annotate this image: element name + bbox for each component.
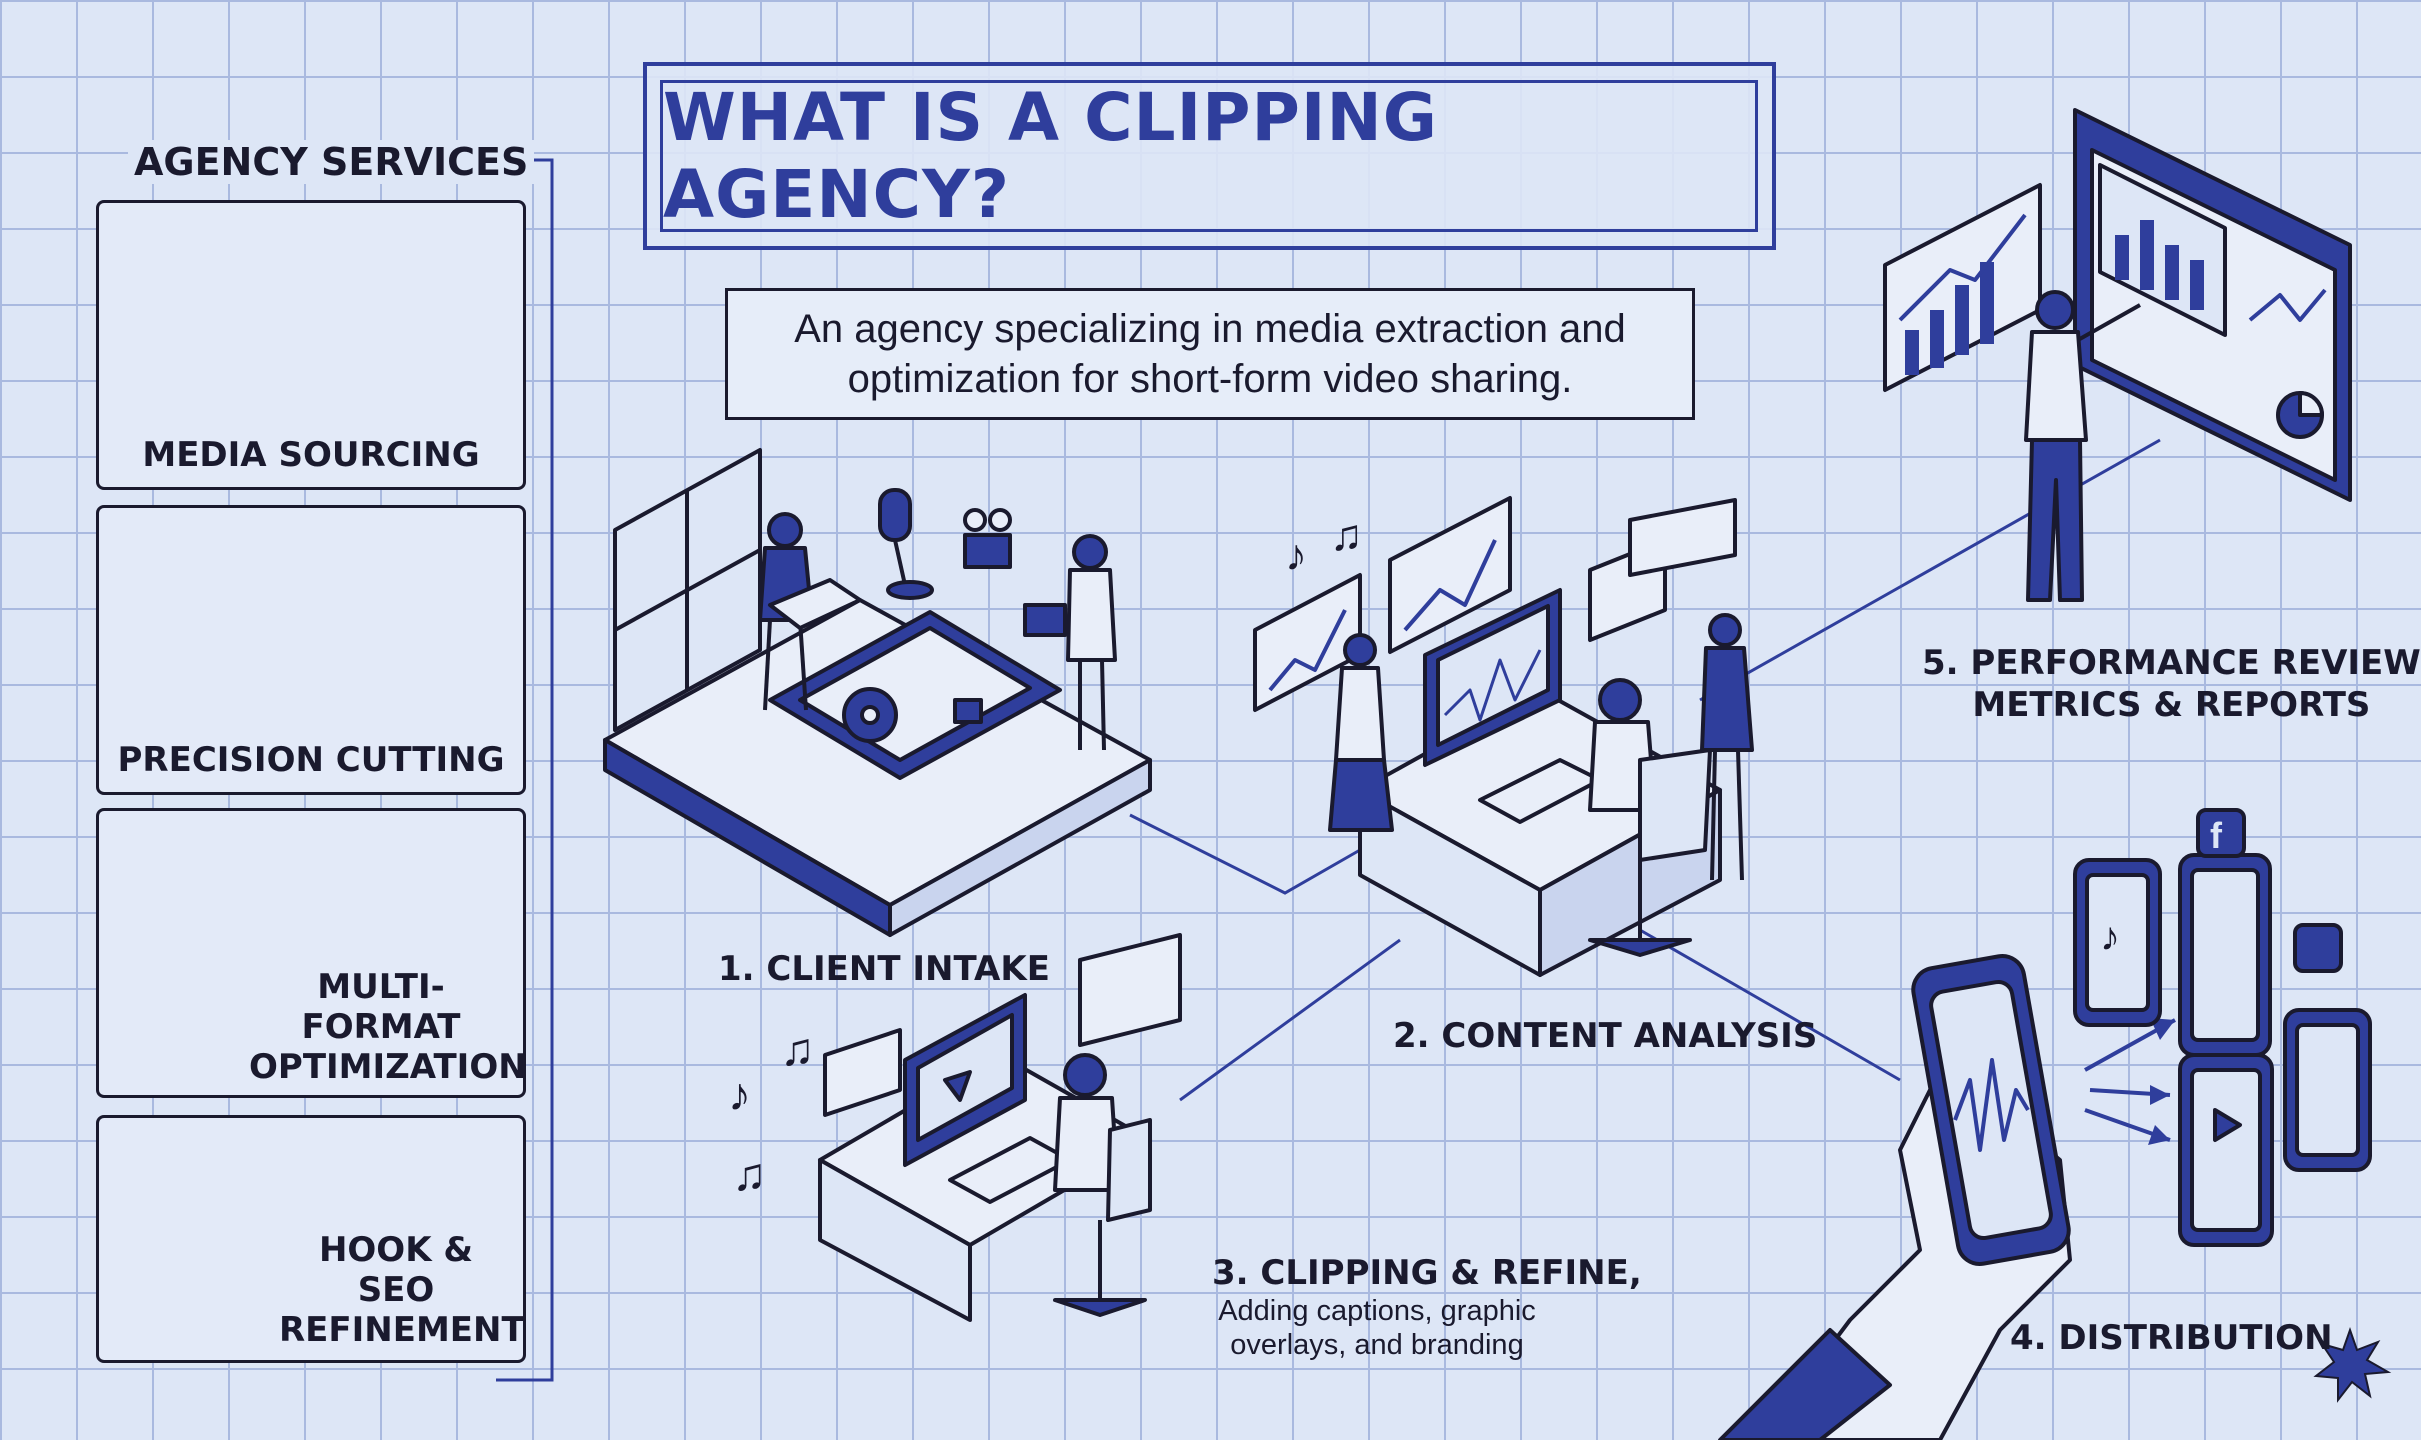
- person-with-record: [758, 512, 862, 711]
- title-frame-inner: WHAT IS A CLIPPING AGENCY?: [660, 79, 1758, 233]
- step-3-desc-line1: Adding captions, graphic: [1218, 1295, 1536, 1327]
- music-note-icon: ♫: [732, 1148, 767, 1200]
- service-label: PRECISION CUTTING: [117, 740, 505, 780]
- sparkle-star-icon: [2313, 1326, 2392, 1403]
- step-2-label: 2. CONTENT ANALYSIS: [1393, 1016, 1818, 1056]
- floating-waveform: [1628, 498, 1737, 577]
- reels-icon: [2293, 923, 2343, 973]
- connector-analysis-distribution: [1639, 928, 1901, 1082]
- analyst-standing-right: [1700, 613, 1754, 881]
- step-3-desc-line2: overlays, and branding: [1230, 1329, 1524, 1361]
- presenter-person: [2024, 290, 2141, 602]
- service-label: MULTI-FORMAT OPTIMIZATION: [249, 967, 527, 1087]
- music-note-icon: ♫: [780, 1023, 815, 1075]
- step-5-line2: METRICS & REPORTS: [1972, 685, 2371, 725]
- service-card-precision-cutting: PRECISION CUTTING: [96, 505, 526, 795]
- svg-text:f: f: [2210, 815, 2223, 856]
- music-note-icon: ♪: [728, 1068, 751, 1120]
- step-4-label: 4. DISTRIBUTION: [2010, 1318, 2333, 1358]
- seated-editor: [1053, 1053, 1152, 1317]
- subtitle-text: An agency specializing in media extracti…: [794, 307, 1626, 401]
- step-5-line1: 5. PERFORMANCE REVIEW: [1922, 643, 2421, 683]
- music-note-icon: ♪: [1285, 531, 1307, 580]
- svg-text:♪: ♪: [2100, 915, 2120, 959]
- client-intake-illustration: [603, 448, 1152, 937]
- service-card-hook-seo: HOOK & SEO REFINEMENT: [96, 1115, 526, 1363]
- analyst-standing-left: [1328, 633, 1394, 832]
- service-card-media-sourcing: MEDIA SOURCING: [96, 200, 526, 490]
- music-note-icon: ♫: [1330, 511, 1363, 560]
- person-with-camera: [1023, 534, 1117, 751]
- title-frame-outer: [643, 62, 1776, 250]
- connector-intake-analysis: [1129, 813, 1361, 895]
- distribution-illustration: ♪ f: [1718, 808, 2372, 1440]
- step-5-block: 5. PERFORMANCE REVIEW METRICS & REPORTS: [1922, 642, 2421, 726]
- connector-analysis-review: [1699, 438, 2161, 702]
- facebook-icon: [2196, 808, 2246, 858]
- step-1-label: 1. CLIENT INTAKE: [718, 949, 1050, 989]
- service-card-multi-format: MULTI-FORMAT OPTIMIZATION: [96, 808, 527, 1098]
- step-3-label: 3. CLIPPING & REFINE,: [1212, 1253, 1642, 1293]
- subtitle-box: An agency specializing in media extracti…: [725, 288, 1695, 420]
- connector-refine-analysis: [1179, 938, 1401, 1102]
- performance-review-illustration: [1883, 108, 2352, 602]
- service-label: HOOK & SEO REFINEMENT: [279, 1230, 525, 1350]
- speech-bubble-waveform: [823, 1028, 902, 1117]
- page-title: WHAT IS A CLIPPING AGENCY?: [663, 79, 1438, 233]
- phone-icon: [1911, 954, 2071, 1266]
- microphone-icon: [878, 488, 934, 600]
- video-camera-icon: [963, 508, 1012, 569]
- step-3-block: 3. CLIPPING & REFINE, Adding captions, g…: [1212, 1252, 1642, 1362]
- content-analysis-illustration: ♪ ♫: [1253, 496, 1754, 977]
- floating-waveform-refine: [1078, 933, 1182, 1047]
- services-heading: AGENCY SERVICES: [128, 140, 535, 184]
- service-label: MEDIA SOURCING: [142, 435, 480, 475]
- distribution-arrows: [2084, 1018, 2176, 1145]
- seated-analyst: [1588, 678, 1712, 957]
- clipping-refine-illustration: ♫ ♪ ♫: [728, 933, 1182, 1322]
